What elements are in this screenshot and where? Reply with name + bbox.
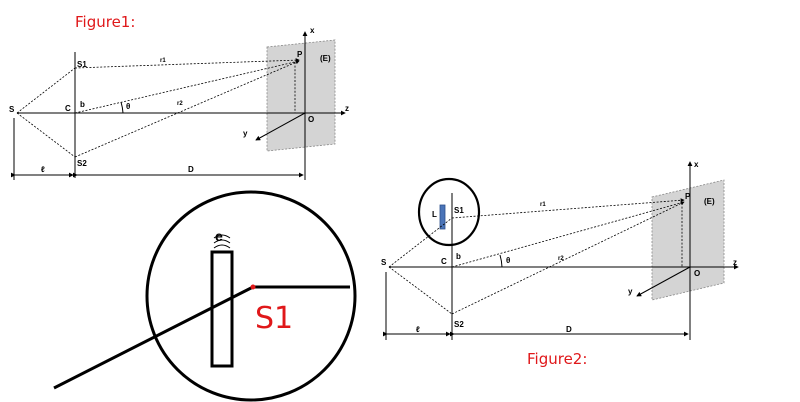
label-r2: r2 [177,101,183,107]
figure1: Figure1: S S1 S2 C b r1 r2 θ P (E) x [9,13,349,180]
label-z: z [345,104,349,113]
label-s: S [381,258,387,267]
zoom-s1-point [250,284,256,290]
figure2-caption: Figure2: [527,350,587,368]
label-y: y [628,287,633,296]
ray-s-s2 [388,266,453,315]
y-axis [636,266,691,297]
label-z: z [733,258,737,267]
screen-e [651,179,725,301]
ray-center [451,201,685,268]
ray-s-s1 [16,67,76,114]
label-x: x [310,26,315,35]
label-e-screen: (E) [320,54,331,63]
zoom-circle [145,190,357,402]
label-r1: r1 [540,202,546,208]
ray-center [74,60,300,114]
label-c: C [65,104,71,113]
label-b: b [80,100,85,109]
label-p: P [685,192,691,201]
ray-r1 [74,58,300,69]
ray-s-s2 [16,112,76,158]
label-l: ℓ [41,165,45,174]
ray-r2 [74,60,300,158]
label-r1: r1 [160,58,166,64]
figure2: Figure2: S S1 S2 C b L r1 r2 θ [381,160,739,368]
y-axis [255,112,306,141]
theta-arc [499,254,503,268]
zoom-label-e: e [215,228,223,244]
glass-plate-l [439,204,446,230]
magnifier-circle [417,177,481,247]
label-s1: S1 [77,60,87,69]
label-theta: θ [506,256,510,265]
label-r2: r2 [558,256,564,262]
label-p: P [297,50,303,59]
theta-arc [120,101,124,114]
label-l: ℓ [416,325,420,334]
ray-r1 [451,198,685,219]
label-o: O [694,269,700,278]
zoom-label-s1: S1 [255,301,293,336]
label-c: C [441,257,447,266]
ray-s-s1 [388,217,453,268]
label-d: D [188,165,194,174]
label-x: x [694,160,699,169]
label-s1: S1 [454,206,464,215]
zoom-ray-line [53,285,254,390]
label-d: D [566,325,572,334]
label-theta: θ [126,102,130,111]
label-y: y [243,129,248,138]
label-s: S [9,105,15,114]
zoom-plate [210,250,234,368]
figure1-caption: Figure1: [75,13,135,31]
label-s2: S2 [454,320,464,329]
zoom-sketch: e S1 [53,190,357,402]
ray-r2 [451,201,685,315]
label-l-plate: L [432,210,437,219]
label-e-screen: (E) [704,197,715,206]
zoom-coil [213,234,231,249]
label-s2: S2 [77,159,87,168]
label-o: O [308,115,314,124]
label-b: b [456,252,461,261]
